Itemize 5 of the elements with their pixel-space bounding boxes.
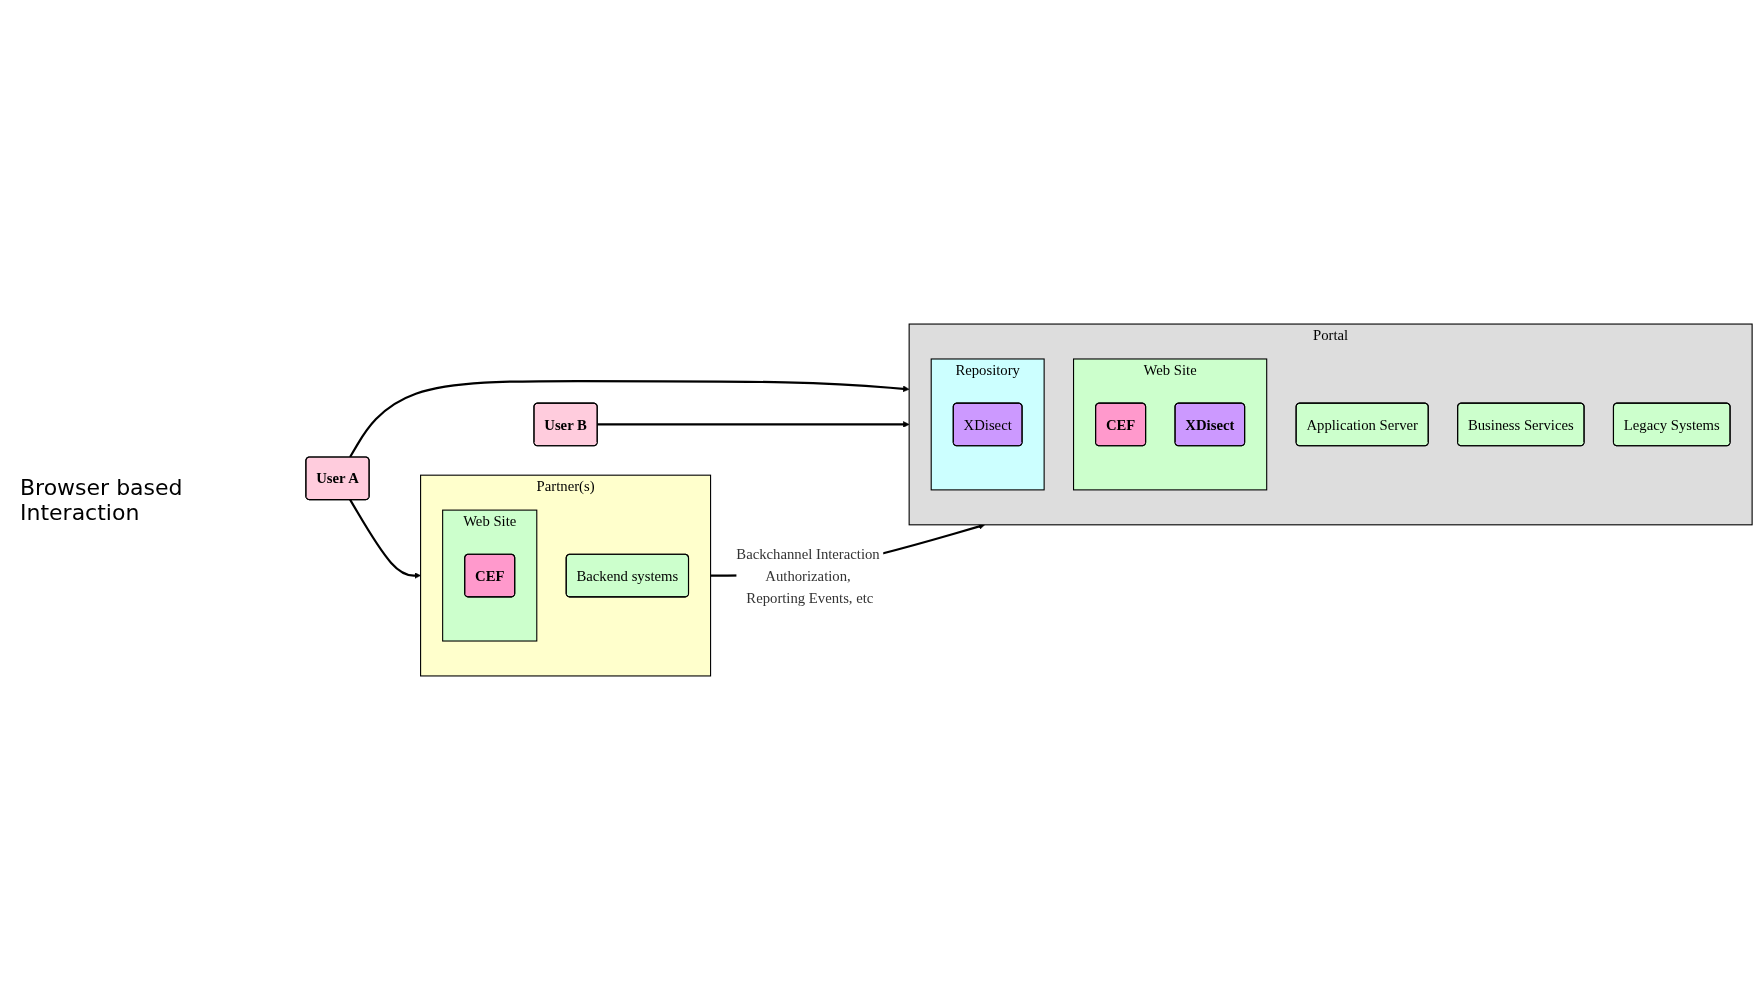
annotation-text: Browser based Interaction: [20, 475, 184, 525]
edge-label: Backchannel Interaction Authorization, Reporting Events, etc: [736, 545, 880, 606]
arrow: [349, 499, 421, 579]
arrow: [349, 379, 910, 458]
arrow: [597, 421, 910, 428]
